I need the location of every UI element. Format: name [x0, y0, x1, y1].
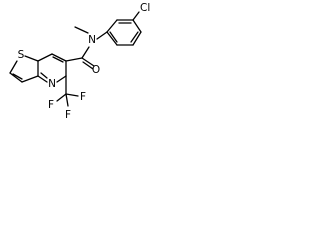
thiophene-sulfur-label: S: [18, 49, 25, 61]
chemical-structure-diagram: Cl N O S N F F F: [9, 2, 150, 121]
pyridine-nitrogen-label: N: [48, 78, 56, 90]
fluorine-atom-label: F: [65, 109, 71, 121]
fluorine-atom-label: F: [80, 91, 86, 103]
fluorine-atom-label: F: [48, 99, 54, 111]
bond-lines: [9, 11, 142, 107]
carbonyl-oxygen-label: O: [92, 64, 100, 76]
amide-nitrogen-label: N: [88, 34, 96, 46]
chlorine-atom-label: Cl: [140, 2, 150, 14]
